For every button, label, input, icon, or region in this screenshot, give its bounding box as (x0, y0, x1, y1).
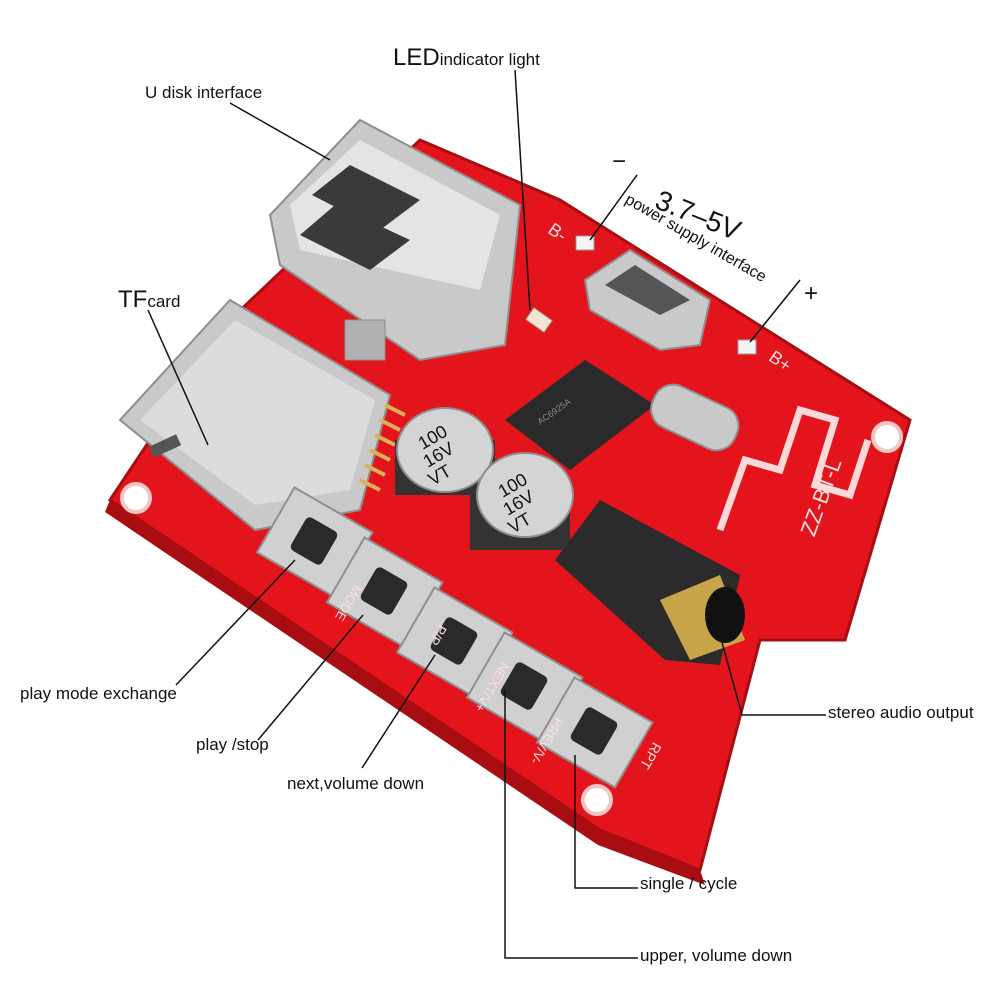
mount-hole (120, 482, 152, 514)
callout-play-stop: play /stop (196, 735, 269, 754)
callout-plus: + (804, 280, 819, 307)
micro-usb-connector (583, 248, 712, 352)
led-text: indicator light (439, 50, 540, 69)
led (525, 307, 553, 333)
leader-stereo (719, 634, 826, 716)
leader-play-stop (257, 614, 364, 741)
callout-led: LEDindicator light (393, 46, 540, 70)
callout-tf: TFcard (118, 288, 180, 312)
mount-hole (581, 784, 613, 816)
antenna-trace (716, 405, 872, 532)
crystal-oscillator (650, 383, 740, 452)
leader-udisk (229, 102, 331, 161)
button-rpt[interactable] (535, 676, 654, 789)
callout-stereo: stereo audio output (828, 703, 974, 722)
callout-next-vol: next,volume down (287, 774, 425, 793)
capacitor-2: 100 16V VT (470, 452, 574, 550)
tf-card-slot (118, 298, 392, 532)
usb-port (268, 118, 522, 362)
leader-upper (504, 690, 638, 959)
leader-lines (147, 69, 826, 959)
callout-udisk: U disk interface (145, 83, 263, 102)
leader-next (361, 654, 436, 769)
callout-single-cycle: single / cycle (640, 874, 738, 893)
callout-minus: − (612, 148, 627, 175)
mount-hole (871, 421, 903, 453)
pcb-edge (105, 500, 705, 885)
callout-upper-vol: upper, volume down (640, 946, 793, 965)
button-play-pause[interactable] (325, 536, 444, 649)
main-ic: AC6925A (505, 360, 655, 470)
leader-play-mode (175, 559, 296, 686)
leader-led (514, 69, 531, 311)
pad-b-plus (737, 339, 757, 355)
tf-pins (359, 403, 406, 492)
leader-plus (749, 279, 801, 343)
capacitor-1: 100 16V VT (395, 407, 495, 495)
audio-jack (555, 500, 745, 665)
leader-tf (147, 309, 209, 446)
tf-prefix: TF (118, 286, 148, 313)
tf-text: card (147, 292, 181, 311)
led-prefix: LED (393, 44, 440, 71)
leader-single (574, 755, 638, 889)
callout-play-mode: play mode exchange (20, 684, 177, 703)
leader-minus (589, 174, 638, 241)
